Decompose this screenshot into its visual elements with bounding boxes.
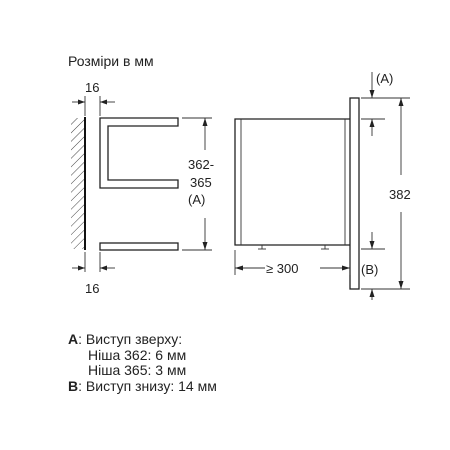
legend-a-line2: Ніша 365: 3 мм <box>88 362 187 378</box>
dim-niche-label-a: (A) <box>188 192 205 207</box>
legend-a-line1: Ніша 362: 6 мм <box>88 346 187 363</box>
niche-front-view: 16 16 362- 365 (A) <box>71 80 214 296</box>
legend-a: A: Виступ зверху: <box>68 331 217 348</box>
appliance-side-view: ≥ 300 (A) (B) 382 <box>234 71 411 300</box>
legend-b-key: B <box>68 377 79 394</box>
legend-b: B: Виступ знизу: 14 мм <box>68 377 217 395</box>
legend: A: Виступ зверху: Ніша 362: 6 мм Ніша 36… <box>68 331 217 395</box>
dim-niche-height-1: 362- <box>188 157 214 172</box>
dim-depth: ≥ 300 <box>266 261 298 276</box>
appliance-body <box>234 118 350 246</box>
marker-b: (B) <box>361 262 378 277</box>
front-panel <box>349 97 360 290</box>
dim-niche-height-2: 365 <box>190 175 212 190</box>
dim-left-top: 16 <box>85 80 99 95</box>
dim-total-height: 382 <box>389 187 411 202</box>
wall-hatching <box>71 118 85 249</box>
upper-shelf <box>99 117 179 189</box>
diagram-title: Розміри в мм <box>68 53 154 69</box>
legend-a-text: : Виступ зверху: <box>78 331 183 347</box>
lower-shelf <box>99 242 179 251</box>
dim-left-bottom: 16 <box>85 281 99 296</box>
legend-b-text: : Виступ знизу: 14 мм <box>78 377 217 394</box>
marker-a: (A) <box>376 71 393 86</box>
legend-a-key: A <box>68 331 79 347</box>
